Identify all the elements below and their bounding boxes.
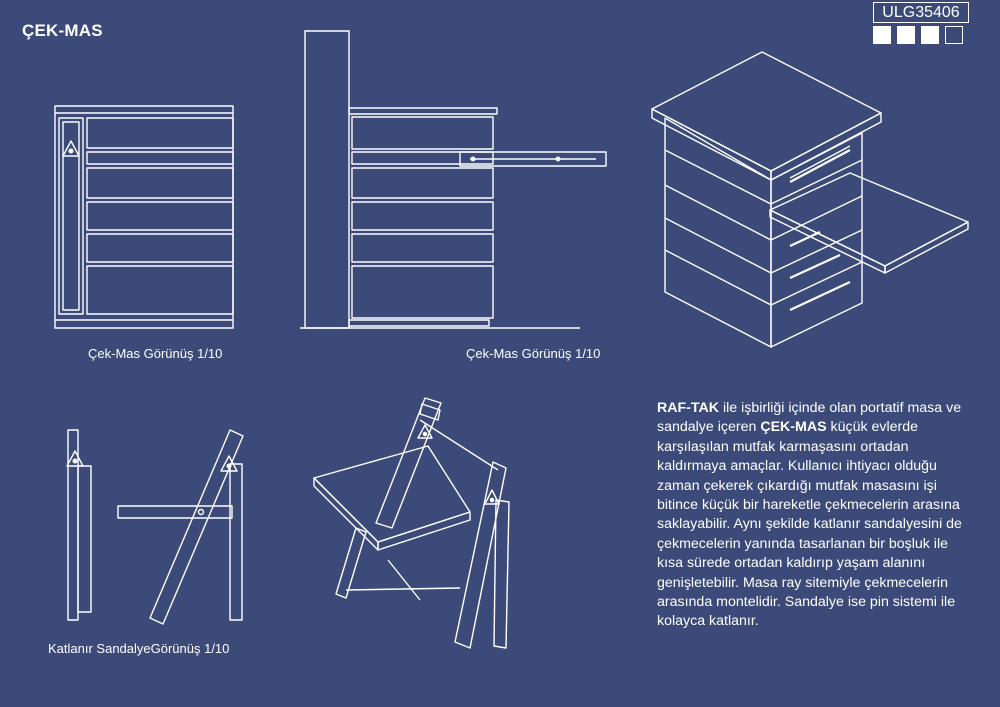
side-view-caption: Çek-Mas Görünüş 1/10 <box>466 346 601 361</box>
unfolded-chair-drawing <box>117 429 244 625</box>
indicator-square-3 <box>921 26 939 44</box>
isometric-chair-drawing <box>313 397 510 649</box>
product-name: ÇEK-MAS <box>760 419 827 436</box>
side-view-drawing <box>300 30 607 329</box>
indicator-squares <box>873 26 963 44</box>
description-text-1: ile işbirliği içinde olan portatif masa … <box>657 400 962 436</box>
folded-chair-drawing <box>66 429 92 621</box>
front-view-drawing <box>54 105 234 329</box>
product-code-badge: ULG35406 <box>873 2 969 23</box>
brand-name: RAF-TAK <box>657 400 719 416</box>
indicator-square-2 <box>897 26 915 44</box>
description-text-2: küçük evlerde karşılaşılan mutfak karmaş… <box>657 419 962 630</box>
indicator-square-4 <box>945 26 963 44</box>
isometric-cabinet-drawing <box>651 51 969 348</box>
front-view-caption: Çek-Mas Görünüş 1/10 <box>88 346 223 361</box>
page-title: ÇEK-MAS <box>22 21 103 40</box>
indicator-square-1 <box>873 26 891 44</box>
description-paragraph: RAF-TAK ile işbirliği içinde olan portat… <box>657 399 967 632</box>
chair-view-caption: Katlanır SandalyeGörünüş 1/10 <box>48 641 230 656</box>
